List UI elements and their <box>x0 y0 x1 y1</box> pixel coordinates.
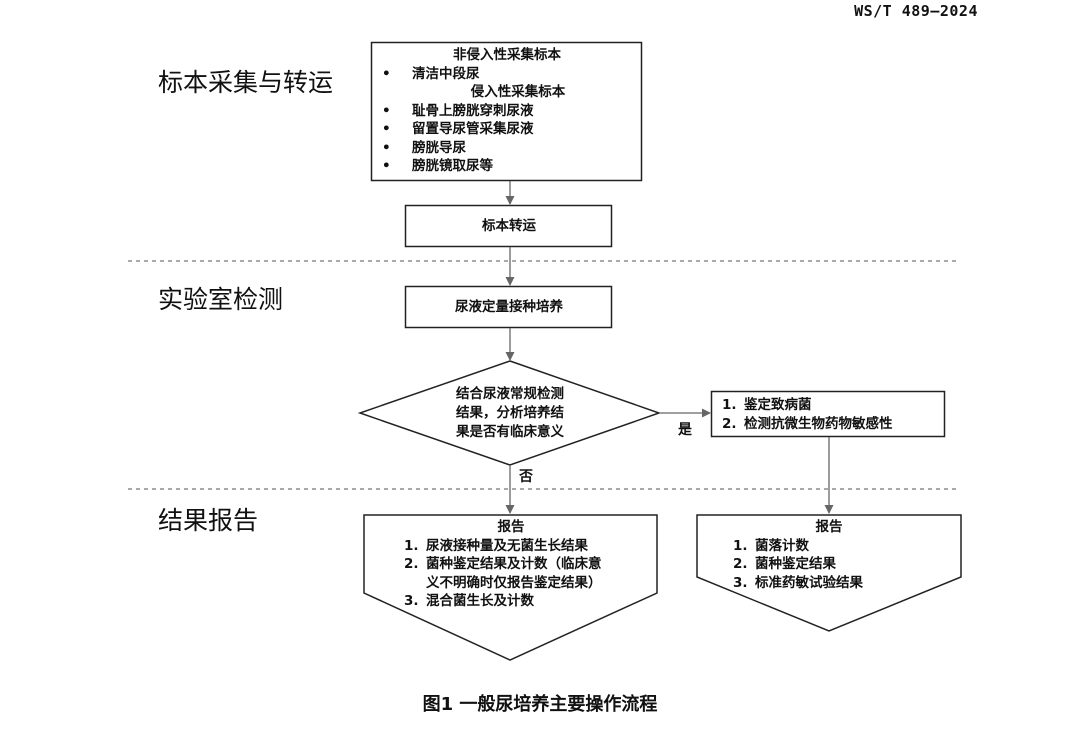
section-report: 结果报告 <box>158 506 259 535</box>
list-item: •清洁中段尿 <box>382 65 480 82</box>
report-yes-shape: 报告 1.菌落计数 2.菌种鉴定结果 3.标准药敏试验结果 <box>699 518 959 592</box>
list-item: 1.鉴定致病菌 <box>722 397 812 413</box>
list-item: 1.菌落计数 <box>733 537 809 554</box>
yes-label: 是 <box>678 422 692 438</box>
yes-action-box: 1.鉴定致病菌 2.检测抗微生物药物敏感性 <box>722 396 942 433</box>
list-item: •膀胱导尿 <box>382 139 466 156</box>
culture-box: 尿液定量接种培养 <box>455 299 563 315</box>
list-item: 2.菌种鉴定结果 <box>733 556 836 572</box>
culture-box-frame <box>404 285 613 329</box>
yes-action-box-frame <box>710 390 946 438</box>
invasive-heading: 侵入性采集标本 <box>470 84 566 100</box>
section-lab: 实验室检测 <box>158 285 284 314</box>
report-yes-title: 报告 <box>815 519 843 535</box>
list-item: •耻骨上膀胱穿刺尿液 <box>382 102 534 119</box>
list-item: •留置导尿管采集尿液 <box>382 121 534 137</box>
noninvasive-heading: 非侵入性采集标本 <box>453 47 561 63</box>
list-item: 1.尿液接种量及无菌生长结果 <box>404 537 588 554</box>
transport-box-frame <box>404 204 613 248</box>
report-no-title: 报告 <box>497 519 525 535</box>
figure-caption: 图1 一般尿培养主要操作流程 <box>422 694 658 715</box>
report-no-shape: 报告 1.尿液接种量及无菌生长结果 2.菌种鉴定结果及计数（临床意 义不明确时仅… <box>366 518 656 611</box>
list-item: 2.检测抗微生物药物敏感性 <box>722 415 893 432</box>
no-label: 否 <box>519 469 533 485</box>
specimen-box-frame <box>370 41 643 182</box>
standard-code: WS/T 489—2024 <box>854 2 978 20</box>
report-yes-shape-frame <box>696 514 962 632</box>
list-item: 3.混合菌生长及计数 <box>404 593 534 609</box>
list-item: •膀胱镜取尿等 <box>382 158 493 174</box>
decision-diamond: 结合尿液常规检测 结果，分析培养结 果是否有临床意义 <box>456 386 564 440</box>
list-item: 3.标准药敏试验结果 <box>733 574 863 591</box>
transport-box: 标本转运 <box>482 218 536 234</box>
section-collection: 标本采集与转运 <box>158 68 334 97</box>
list-item-continuation: 义不明确时仅报告鉴定结果） <box>426 574 602 591</box>
specimen-box: 非侵入性采集标本 •清洁中段尿 侵入性采集标本 •耻骨上膀胱穿刺尿液 •留置导尿… <box>374 46 640 176</box>
list-item: 2.菌种鉴定结果及计数（临床意 <box>404 556 602 572</box>
report-no-shape-frame <box>363 514 658 661</box>
